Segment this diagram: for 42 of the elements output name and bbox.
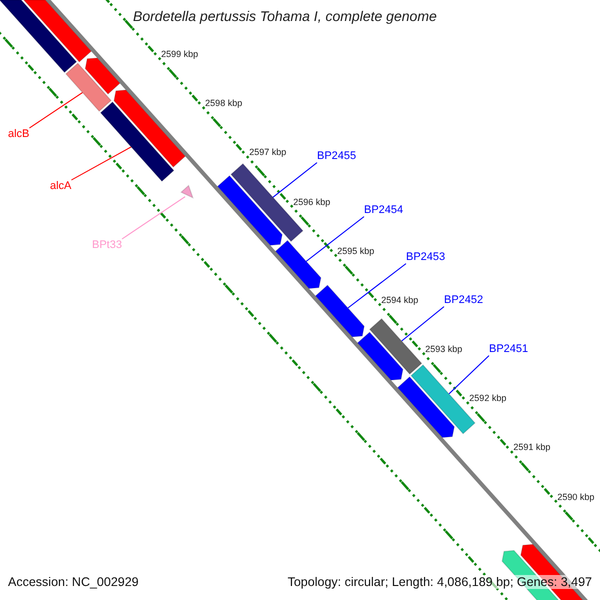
gene-block	[84, 57, 121, 95]
gene-block	[397, 376, 455, 438]
leader-line	[401, 306, 444, 342]
leader-line	[448, 355, 490, 394]
leader-line	[70, 146, 132, 180]
gene-label: alcB	[8, 128, 30, 141]
accession-text: Accession: NC_002929	[8, 575, 139, 590]
scale-label: 2598 kbp	[205, 98, 242, 109]
gene-label: BPt33	[92, 239, 122, 252]
leader-line	[306, 216, 364, 262]
scale-label: 2595 kbp	[337, 246, 374, 256]
gene-label: BP2451	[489, 343, 528, 356]
gene-label: BP2453	[406, 251, 446, 264]
gene-block	[369, 318, 422, 375]
gene-marker	[180, 184, 194, 199]
title: Bordetella pertussis Tohama I, complete genome	[133, 8, 437, 24]
gene-block	[65, 62, 112, 112]
gene-label: BP2454	[364, 204, 404, 217]
gene-block	[0, 0, 78, 74]
scale-label: 2597 kbp	[249, 147, 286, 158]
leader-line	[28, 92, 83, 128]
gene-label: alcA	[50, 180, 72, 193]
leader-line	[122, 196, 186, 240]
gene-block	[216, 175, 283, 246]
scale-label: 2592 kbp	[469, 393, 506, 404]
leader-line	[272, 162, 318, 198]
gene-block	[274, 240, 322, 290]
scale-label: 2593 kbp	[425, 344, 462, 354]
gene-block	[100, 101, 174, 182]
scale-label: 2591 kbp	[513, 442, 550, 453]
leader-line	[347, 263, 406, 308]
gene-block	[356, 332, 404, 381]
gene-label: BP2452	[444, 294, 484, 307]
gene-block	[314, 284, 365, 338]
scale-label: 2599 kbp	[161, 49, 198, 60]
gene-label: BP2455	[317, 150, 356, 163]
gene-block	[22, 0, 92, 63]
scale-label: 2590 kbp	[557, 492, 594, 502]
scale-label: 2596 kbp	[293, 196, 330, 207]
scale-label: 2594 kbp	[381, 294, 418, 306]
genome-info-text: Topology: circular; Length: 4,086,189 bp; Genes: 3,497	[288, 575, 592, 590]
gene-block	[113, 89, 186, 168]
